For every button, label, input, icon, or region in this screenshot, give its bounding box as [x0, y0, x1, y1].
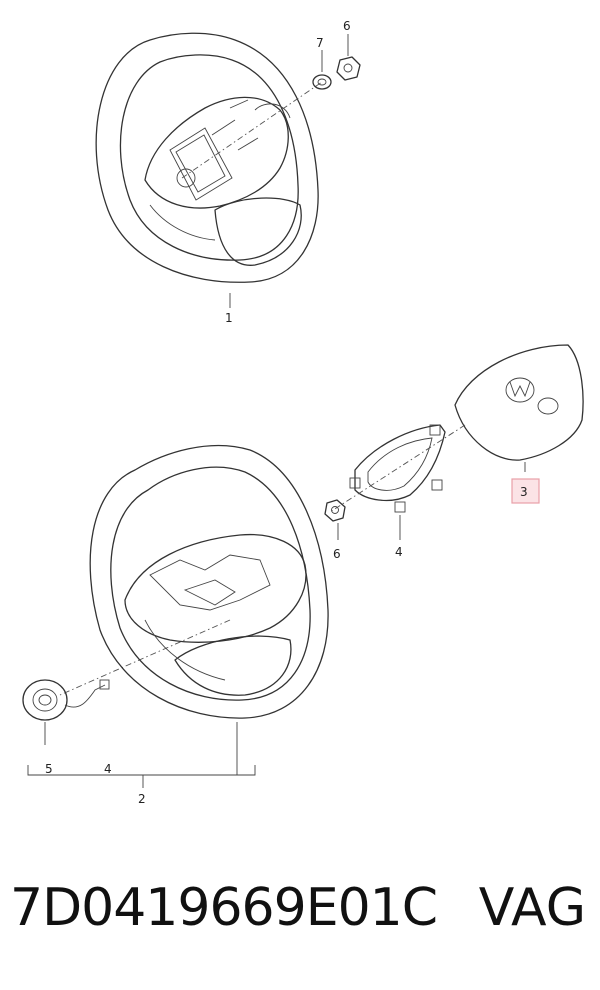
airbag-unit	[454, 344, 584, 472]
callout-6-upper: 6	[343, 19, 351, 33]
callout-1: 1	[225, 311, 233, 325]
nut-6-lower	[324, 499, 346, 540]
steering-wheel-lower	[89, 444, 329, 775]
callout-3-highlight	[511, 478, 540, 504]
part-number: 7D0419669E01C	[10, 878, 438, 938]
steering-wheel-upper	[95, 32, 323, 308]
callout-5: 5	[45, 762, 53, 776]
parts-diagram: 7 6 1 3 6 4 5 4 2	[22, 19, 584, 806]
callout-2: 2	[138, 792, 146, 806]
clock-spring	[22, 679, 110, 745]
nut-6-upper	[336, 34, 361, 81]
callout-3: 3	[520, 485, 528, 499]
brand-label: VAG	[478, 878, 586, 938]
callout-4-lower: 4	[104, 762, 112, 776]
callout-6-lower: 6	[333, 547, 341, 561]
washer-7	[312, 50, 332, 90]
bracket-4	[349, 424, 446, 540]
callout-4-bracket: 4	[395, 545, 403, 559]
callout-7: 7	[316, 36, 324, 50]
